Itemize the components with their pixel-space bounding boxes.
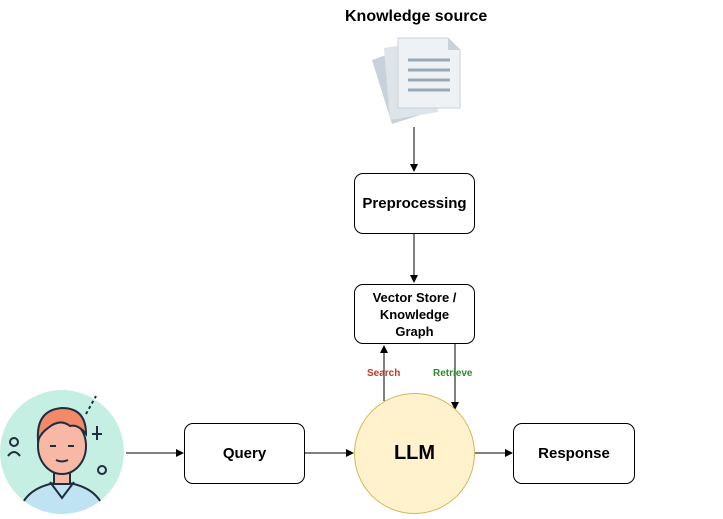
- node-response: Response: [513, 423, 635, 484]
- diagram-title: Knowledge source: [345, 8, 488, 25]
- node-llm: LLM: [354, 393, 475, 514]
- documents-icon: [372, 37, 461, 124]
- edge-label-search: Search: [367, 368, 401, 379]
- user-avatar-icon: [0, 390, 124, 514]
- node-preprocessing: Preprocessing: [354, 173, 475, 234]
- edge-label-retrieve: Retrieve: [433, 368, 473, 379]
- node-query: Query: [184, 423, 305, 484]
- node-vector-store: Vector Store / Knowledge Graph: [354, 284, 475, 344]
